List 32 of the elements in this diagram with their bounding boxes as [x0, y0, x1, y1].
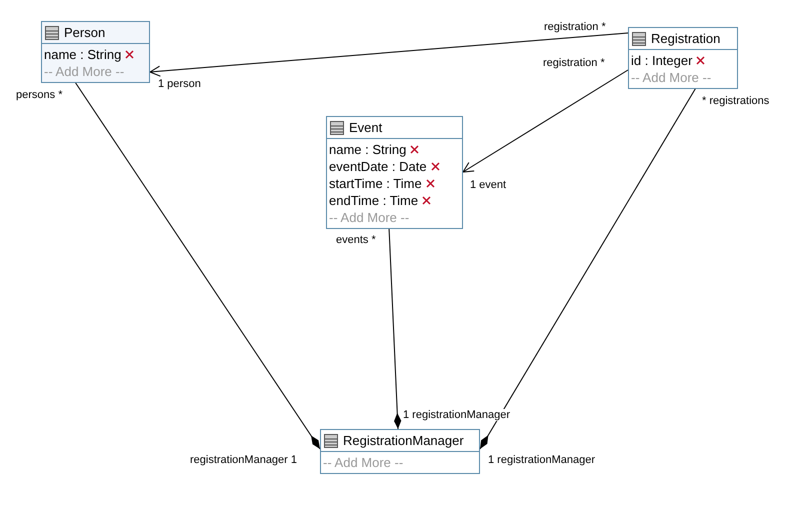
multiplicity-label: 1 registrationManager [488, 454, 596, 466]
association-arrow [462, 70, 628, 172]
composition-line [388, 226, 402, 430]
multiplicity-label: * registrations [702, 95, 770, 107]
add-attribute-field: -- Add More -- [631, 70, 712, 85]
association-arrow [150, 32, 628, 77]
multiplicity-label: events * [336, 234, 376, 246]
class-box [41, 21, 150, 83]
multiplicity-label: 1 registrationManager [403, 409, 510, 421]
class-box [326, 116, 463, 229]
attribute-text: eventDate : Date [329, 159, 427, 174]
class-box [320, 429, 480, 474]
multiplicity-label: 1 person [158, 78, 201, 90]
class-name: Event [349, 120, 382, 135]
multiplicity-label: registration * [543, 57, 605, 69]
attribute-text: endTime : Time [329, 193, 418, 208]
multiplicity-label: registration * [544, 21, 606, 33]
attribute-text: id : Integer [631, 53, 692, 68]
attribute-text: name : String [329, 142, 406, 157]
attribute-text: name : String [44, 47, 122, 62]
class-name: Registration [651, 31, 720, 46]
multiplicity-label: 1 event [470, 179, 506, 191]
multiplicity-label: persons * [16, 89, 62, 101]
composition-line [74, 82, 320, 450]
multiplicity-label: registrationManager 1 [190, 454, 298, 466]
add-attribute-field: -- Add More -- [44, 64, 124, 79]
class-name: RegistrationManager [343, 433, 464, 448]
add-attribute-field: -- Add More -- [323, 455, 404, 470]
class-box [628, 27, 738, 89]
add-attribute-field: -- Add More -- [329, 210, 410, 225]
class-name: Person [64, 25, 106, 40]
attribute-text: startTime : Time [329, 176, 422, 191]
